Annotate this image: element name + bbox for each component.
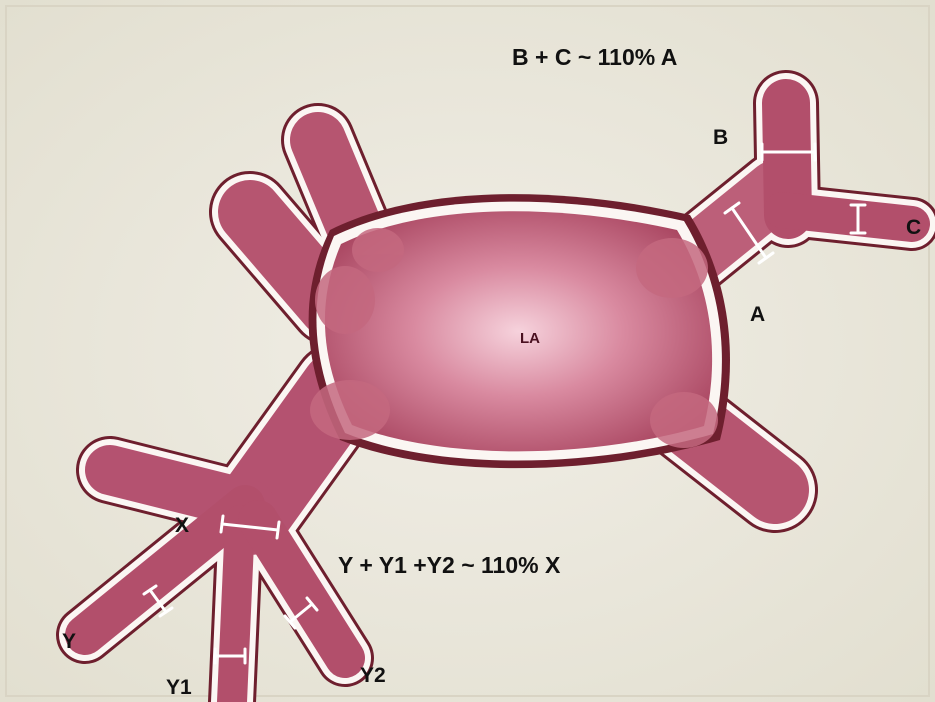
label-c: C <box>906 216 921 240</box>
label-b: B <box>713 126 728 150</box>
label-la: LA <box>520 330 540 347</box>
formula-bottom: Y + Y1 +Y2 ~ 110% X <box>338 552 560 579</box>
formula-top: B + C ~ 110% A <box>512 44 677 71</box>
label-y2: Y2 <box>360 664 386 688</box>
label-x: X <box>175 514 189 538</box>
label-y1: Y1 <box>166 676 192 700</box>
label-y: Y <box>62 630 76 654</box>
label-a: A <box>750 303 765 327</box>
